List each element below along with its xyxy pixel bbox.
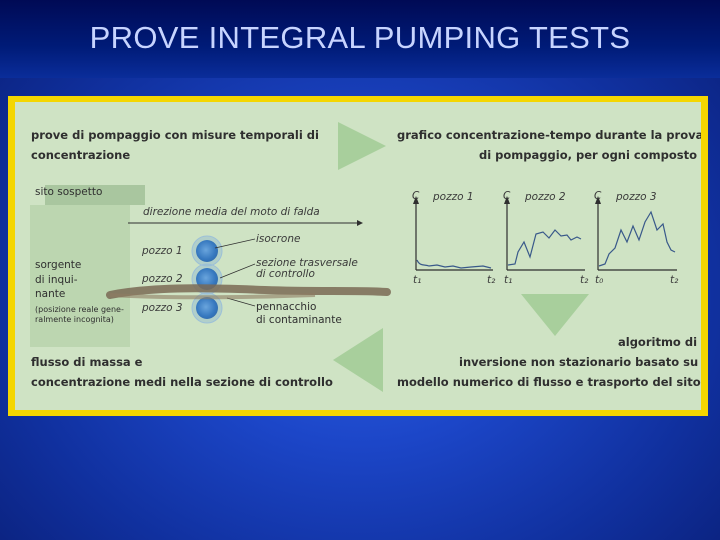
isochrone-rings [191, 235, 223, 324]
step-graph-line-1: grafico concentrazione-tempo durante la … [397, 128, 701, 142]
source-note-2: ralmente incognita) [35, 315, 114, 324]
site-header [45, 185, 145, 205]
control-section-label-1: sezione trasversale [256, 257, 358, 269]
source-label-1: sorgente [35, 259, 82, 271]
graph-pozzo-1 [413, 196, 493, 271]
well-1-icon [196, 240, 218, 262]
step-measure-line-1: prove di pompaggio con misure temporali … [31, 128, 319, 142]
step-measure-line-2: concentrazione [31, 148, 131, 162]
arrow-left-icon [333, 328, 383, 392]
diagram-drawing [106, 196, 677, 324]
step-algorithm-line-3: modello numerico di flusso e trasporto d… [397, 375, 701, 389]
slide-title: PROVE INTEGRAL PUMPING TESTS [89, 20, 631, 55]
graph-3-axis-label: C [594, 190, 602, 202]
source-label-3: nante [35, 288, 66, 300]
source-area [30, 205, 130, 347]
site-label: sito sospetto [35, 186, 103, 198]
graph-1-t-start: t₁ [413, 274, 422, 286]
step-algorithm-line-1: algoritmo di [618, 335, 698, 349]
graph-2-t-end: t₂ [580, 274, 589, 286]
plume-label-1: pennacchio [256, 301, 317, 313]
leader-lines [214, 238, 256, 307]
plume-label-2: di contaminante [256, 314, 342, 326]
step-flux-line-1: flusso di massa e [31, 355, 143, 369]
graph-3-title: pozzo 3 [616, 191, 657, 203]
well-2-label: pozzo 2 [142, 273, 183, 285]
source-note-1: (posizione reale gene- [35, 305, 124, 314]
well-3-label: pozzo 3 [142, 302, 183, 314]
graph-3-t-end: t₂ [670, 274, 679, 286]
well-3-icon [196, 297, 218, 319]
flow-arrowhead-icon [357, 220, 363, 226]
control-section-label-2: di controllo [256, 268, 315, 280]
graph-pozzo-2 [504, 196, 585, 271]
isochrones-label: isocrone [256, 233, 301, 245]
graph-2-t-start: t₁ [504, 274, 513, 286]
arrow-down-icon [521, 294, 589, 336]
flow-direction-label: direzione media del moto di falda [143, 206, 320, 218]
graph-2-title: pozzo 2 [525, 191, 566, 203]
arrow-right-icon [338, 122, 386, 170]
graph-pozzo-3 [595, 196, 677, 271]
diagram-panel: prove di pompaggio con misure temporali … [15, 102, 701, 410]
step-graph-line-2: di pompaggio, per ogni composto [479, 148, 698, 162]
graph-2-axis-label: C [503, 190, 511, 202]
title-bar: PROVE INTEGRAL PUMPING TESTS [0, 0, 720, 78]
step-algorithm-line-2: inversione non stazionario basato su [459, 355, 699, 369]
step-flux-line-2: concentrazione medi nella sezione di con… [31, 375, 333, 389]
graph-1-axis-label: C [412, 190, 420, 202]
well-1-label: pozzo 1 [142, 245, 183, 257]
graph-3-t-start: t₀ [595, 274, 604, 286]
graph-1-t-end: t₂ [487, 274, 496, 286]
graph-1-title: pozzo 1 [433, 191, 474, 203]
contaminant-plume [106, 284, 391, 299]
source-label-2: di inqui- [35, 274, 78, 286]
